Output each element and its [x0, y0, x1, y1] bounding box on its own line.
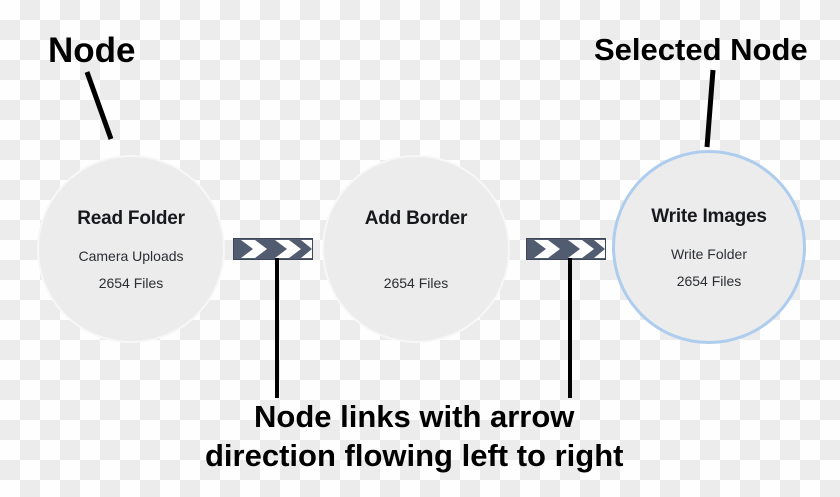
- node-subtitle: Write Folder: [671, 245, 747, 262]
- leader-line-link-1: [275, 258, 279, 398]
- leader-line-link-2: [568, 258, 572, 398]
- node-write-images[interactable]: Write Images Write Folder 2654 Files: [612, 150, 806, 344]
- node-title: Read Folder: [77, 207, 185, 229]
- node-title: Write Images: [651, 205, 767, 227]
- node-add-border[interactable]: Add Border 2654 Files: [322, 155, 510, 343]
- annotation-node-links: Node links with arrow direction flowing …: [205, 398, 623, 476]
- node-subtitle: Camera Uploads: [78, 247, 184, 264]
- arrow-chevrons-icon: [534, 240, 605, 258]
- node-read-folder[interactable]: Read Folder Camera Uploads 2654 Files: [37, 155, 225, 343]
- arrow-chevrons-icon: [241, 240, 312, 258]
- link-add-border-to-write-images[interactable]: [526, 238, 606, 260]
- annotation-node-links-line-1: Node links with arrow: [254, 399, 575, 434]
- annotation-node-links-line-2: direction flowing left to right: [205, 437, 624, 473]
- link-read-folder-to-add-border[interactable]: [233, 238, 313, 260]
- node-file-count: 2654 Files: [383, 274, 449, 291]
- annotation-node-label: Node: [48, 31, 136, 70]
- node-file-count: 2654 Files: [676, 272, 742, 289]
- annotation-selected-node-label: Selected Node: [594, 32, 808, 67]
- node-file-count: 2654 Files: [98, 274, 164, 291]
- node-title: Add Border: [364, 207, 468, 229]
